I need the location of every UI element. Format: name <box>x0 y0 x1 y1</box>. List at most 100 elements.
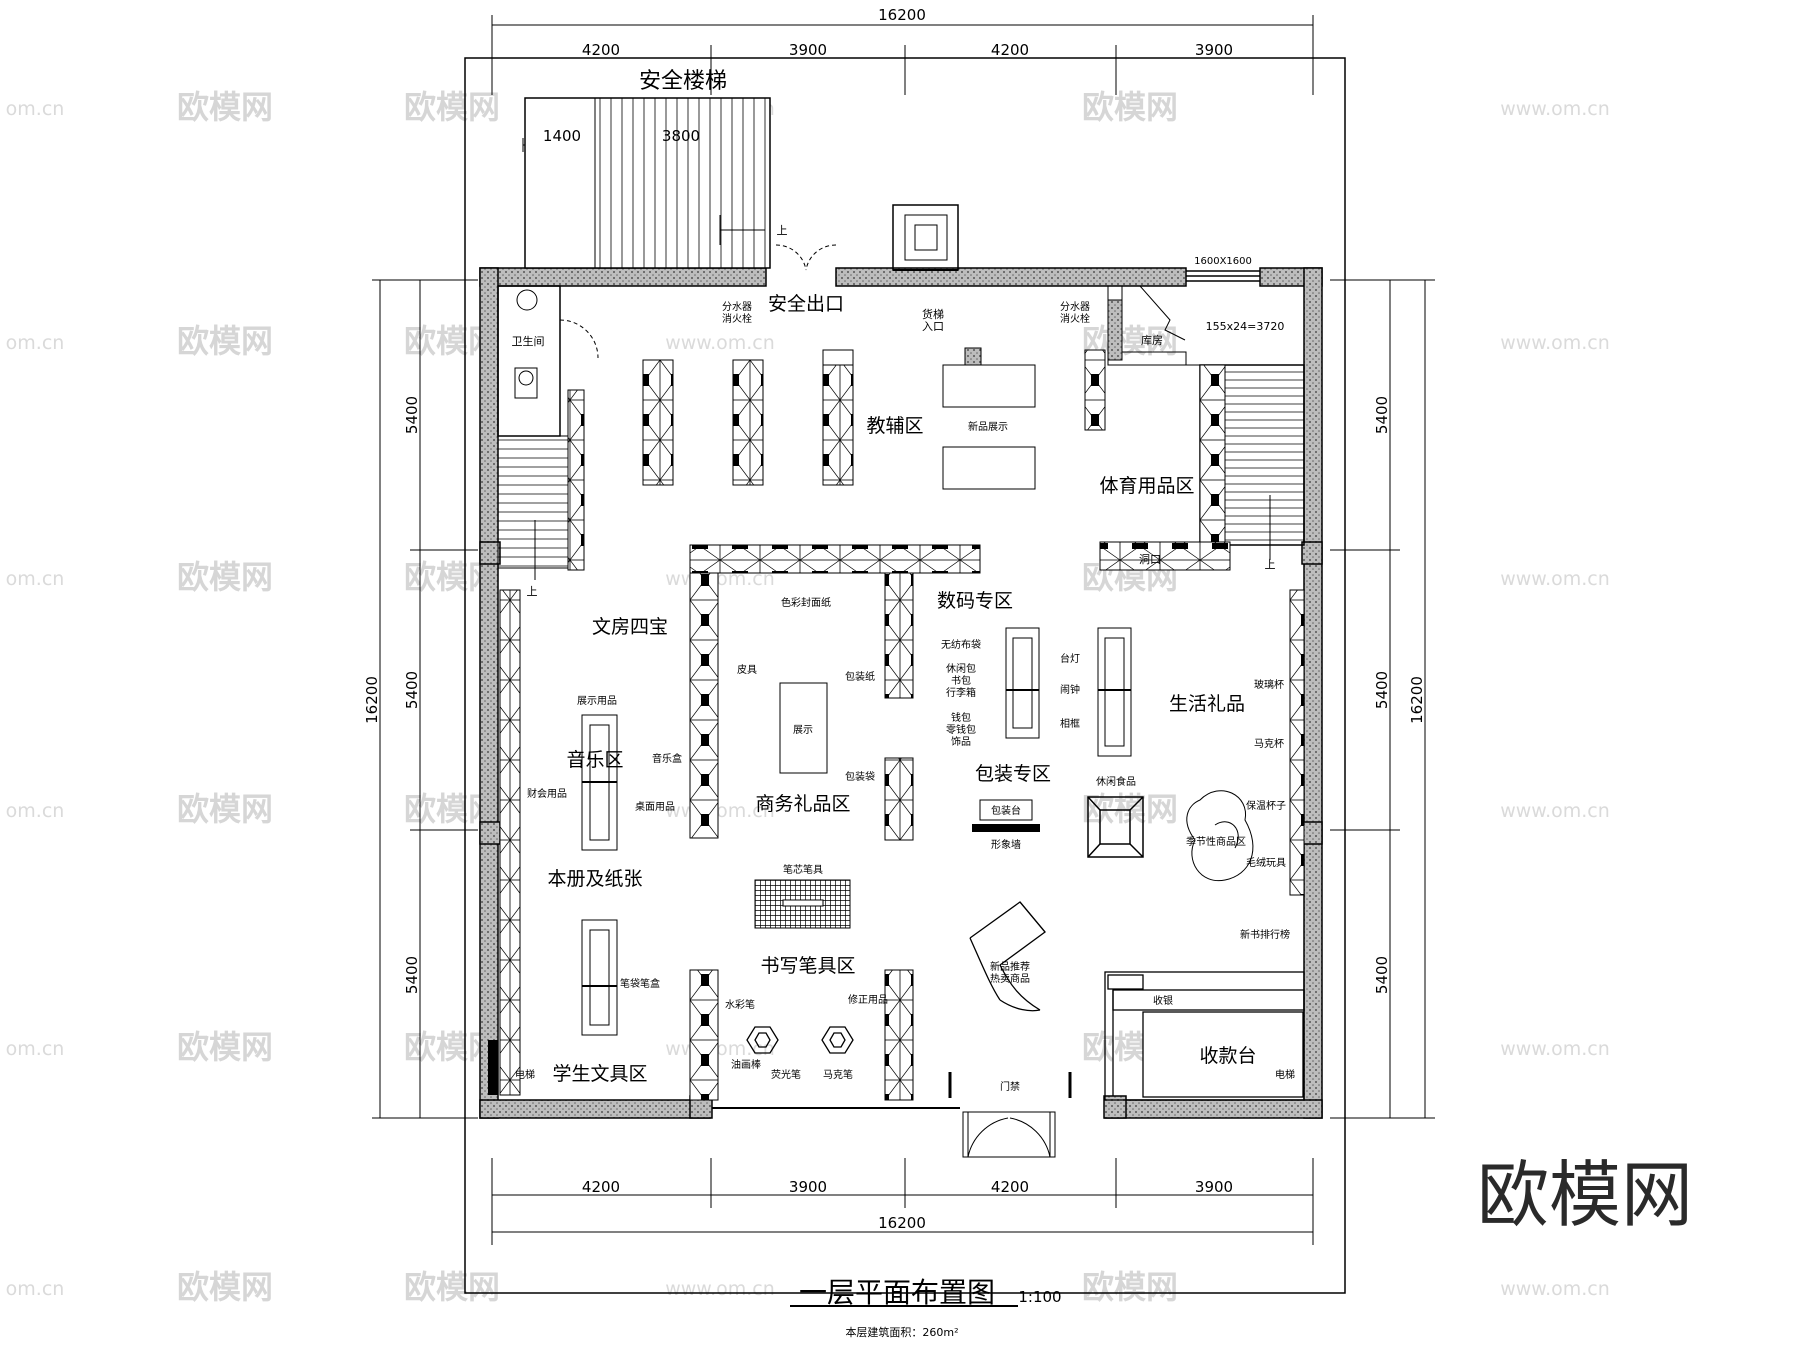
label-wrapping-paper: 包装纸 <box>845 670 875 683</box>
label-photo-frame: 相框 <box>1060 717 1080 730</box>
label-snacks: 休闲食品 <box>1096 775 1136 788</box>
label-display: 展示 <box>793 724 813 736</box>
label-toilet: 卫生间 <box>512 334 545 348</box>
dimension-total-right: 16200 <box>1408 676 1426 724</box>
label-glass-cup: 玻璃杯 <box>1254 678 1284 691</box>
label-plush: 毛绒玩具 <box>1246 856 1286 869</box>
dimension-side-right: 5400 <box>1373 956 1391 994</box>
label-alarm-clock: 闹钟 <box>1060 683 1080 696</box>
watermark-url: om.cn <box>6 98 65 120</box>
watermark-logo: 欧模网 <box>404 88 500 126</box>
label-bag-list: 休闲包书包行李箱 <box>946 662 976 699</box>
label-highlighter: 荧光笔 <box>771 1068 801 1081</box>
label-finance: 财会用品 <box>527 787 567 800</box>
label-new-display: 新品展示 <box>968 420 1008 433</box>
label-display-items: 展示用品 <box>577 695 617 707</box>
watermark-url: www.om.cn <box>665 1038 775 1060</box>
watermark-url: www.om.cn <box>1500 568 1610 590</box>
label-digital-zone: 数码专区 <box>937 590 1013 612</box>
label-bestseller: 新书排行榜 <box>1240 928 1290 941</box>
label-business-gifts: 商务礼品区 <box>755 793 850 815</box>
label-stair-up: 上 <box>777 224 788 237</box>
watermark-url: om.cn <box>6 1278 65 1300</box>
watermark-url: www.om.cn <box>1500 800 1610 822</box>
watermark-logo: 欧模网 <box>1082 1268 1178 1306</box>
label-marker: 马克笔 <box>823 1068 853 1081</box>
dimension-bay-top: 3900 <box>1195 41 1233 59</box>
label-safety-exit: 安全出口 <box>768 293 844 315</box>
label-color-paper: 色彩封面纸 <box>781 596 831 609</box>
dimension-bay-bottom: 4200 <box>991 1178 1029 1196</box>
dimension-side-left: 5400 <box>403 671 421 709</box>
label-life-gifts: 生活礼品 <box>1169 693 1245 715</box>
dimension-bay-top: 3900 <box>789 41 827 59</box>
dimension-window: 1600X1600 <box>1194 256 1252 267</box>
label-oil-stick: 油画棒 <box>731 1058 761 1071</box>
label-hydrant: 分水器消火栓 <box>722 301 752 325</box>
watermark-url: om.cn <box>6 800 65 822</box>
label-stair-up: 上 <box>527 585 538 598</box>
label-stair-up: 上 <box>1265 558 1276 571</box>
dimension-stair-calc: 155x24=3720 <box>1206 320 1285 333</box>
label-hydrant: 分水器消火栓 <box>1060 301 1090 325</box>
dimension-total-bottom: 16200 <box>878 1214 926 1232</box>
label-student-zone: 学生文具区 <box>552 1063 647 1085</box>
watermark-url: www.om.cn <box>665 332 775 354</box>
watermark-url: www.om.cn <box>665 1278 775 1300</box>
label-image-wall: 形象墙 <box>991 838 1021 851</box>
watermark-url: om.cn <box>6 332 65 354</box>
label-notebooks: 本册及纸张 <box>547 868 642 890</box>
watermark-logo: 欧模网 <box>1082 88 1178 126</box>
label-pen-refill: 笔芯笔具 <box>783 863 823 876</box>
dimension-side-left: 5400 <box>403 956 421 994</box>
watermark-logo: 欧模网 <box>404 1268 500 1306</box>
label-package-bag: 包装袋 <box>845 770 875 783</box>
label-storage: 库房 <box>1141 334 1163 347</box>
floor-area-note: 本层建筑面积：260m² <box>845 1325 958 1339</box>
brand-logo: 欧模网 <box>1477 1153 1693 1237</box>
label-new-recommend: 新品推荐热卖商品 <box>990 960 1030 985</box>
watermark-url: www.om.cn <box>1500 1038 1610 1060</box>
label-package-counter: 包装台 <box>991 804 1021 817</box>
watermark-logo: 欧模网 <box>177 790 273 828</box>
label-gate: 门禁 <box>1000 1080 1020 1093</box>
drawing-title: 一层平面布置图 <box>799 1276 995 1309</box>
drawing-scale: 1:100 <box>1018 1288 1061 1306</box>
label-seasonal: 季节性商品区 <box>1186 835 1246 848</box>
watermark-url: www.om.cn <box>1500 332 1610 354</box>
label-education-zone: 教辅区 <box>866 415 923 437</box>
label-elevator: 电梯 <box>1275 1068 1295 1081</box>
dimension-bay-bottom: 3900 <box>789 1178 827 1196</box>
dimension-stair: 1400 <box>543 127 581 145</box>
watermark-logo: 欧模网 <box>177 1268 273 1306</box>
label-packaging-zone: 包装专区 <box>975 763 1051 785</box>
label-music-zone: 音乐区 <box>566 749 623 771</box>
label-freight-entry: 货梯入口 <box>922 307 944 333</box>
dimension-side-left: 5400 <box>403 396 421 434</box>
watermark-logo: 欧模网 <box>177 1028 273 1066</box>
label-checkout: 收款台 <box>1199 1045 1256 1067</box>
dimension-bay-bottom: 3900 <box>1195 1178 1233 1196</box>
dimension-total-left: 16200 <box>363 676 381 724</box>
label-desk-items: 桌面用品 <box>635 800 675 813</box>
dimension-side-right: 5400 <box>1373 671 1391 709</box>
label-opening: 洞口 <box>1139 553 1161 566</box>
watermark-url: om.cn <box>6 568 65 590</box>
watermark-url: www.om.cn <box>1500 1278 1610 1300</box>
dimension-side-right: 5400 <box>1373 396 1391 434</box>
label-watercolor: 水彩笔 <box>725 998 755 1011</box>
label-leather: 皮具 <box>737 663 757 676</box>
label-pen-bag: 笔袋笔盒 <box>620 977 660 990</box>
label-safety-stair: 安全楼梯 <box>639 69 727 94</box>
dimension-bay-top: 4200 <box>991 41 1029 59</box>
label-mug: 马克杯 <box>1254 737 1284 750</box>
watermark-url: www.om.cn <box>1500 98 1610 120</box>
watermark-logo: 欧模网 <box>177 322 273 360</box>
label-cashier: 收银 <box>1153 994 1173 1007</box>
label-elevator: 电梯 <box>515 1068 535 1081</box>
watermark-url: om.cn <box>6 1038 65 1060</box>
label-music-box: 音乐盒 <box>652 752 682 765</box>
label-correction: 修正用品 <box>848 993 888 1006</box>
